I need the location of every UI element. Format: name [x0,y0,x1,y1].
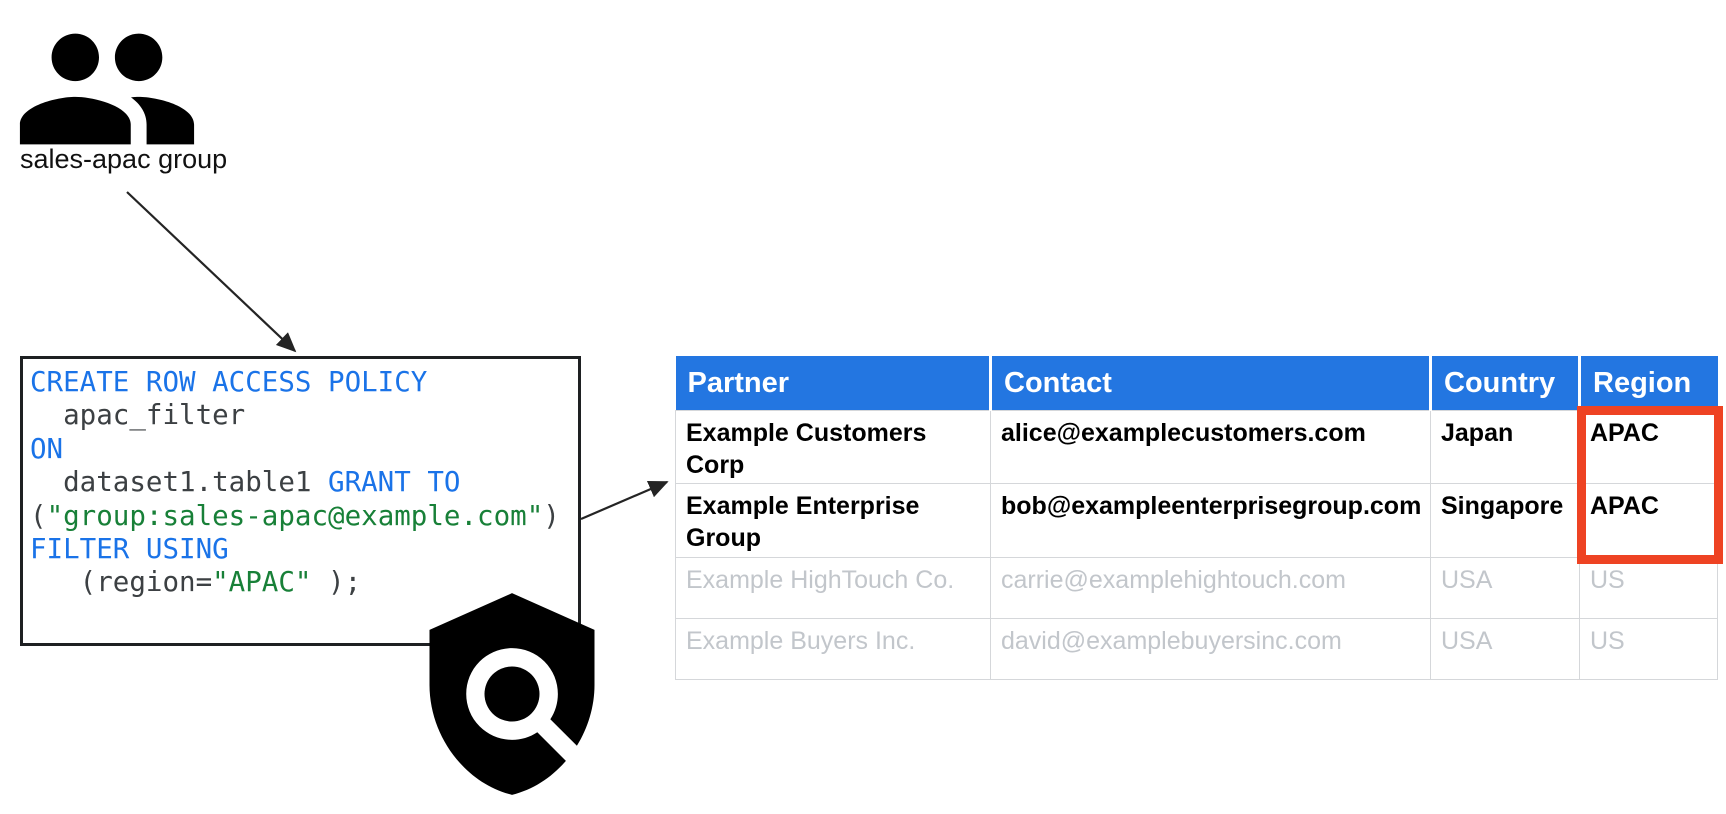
table-cell: Example HighTouch Co. [675,557,991,619]
code-line: ("group:sales-apac@example.com") [30,499,560,532]
table-row: Example Buyers Inc.david@examplebuyersin… [675,618,1718,680]
table-cell: USA [1430,557,1580,619]
table-cell: USA [1430,618,1580,680]
code-line: CREATE ROW ACCESS POLICY [30,366,428,398]
table-cell: Example Buyers Inc. [675,618,991,680]
header-cell-contact: Contact [990,356,1432,411]
group-label: sales-apac group [20,144,228,174]
table-cell: carrie@examplehightouch.com [990,557,1431,619]
table-cell: bob@exampleenterprisegroup.com [990,483,1431,558]
policy-to-table-arrow [580,480,669,521]
code-line: FILTER USING [30,533,229,566]
code-line: dataset1.table1 GRANT TO [30,466,461,499]
table-cell: US [1579,618,1718,680]
header-cell-country: Country [1430,356,1581,411]
table-cell: Japan [1430,410,1580,484]
header-cell-region: Region [1579,356,1718,411]
table-cell: Example Enterprise Group [675,483,991,558]
table-cell: APAC [1579,483,1718,558]
table-row: Example HighTouch Co.carrie@examplehight… [675,557,1718,619]
region-highlight-box [1577,406,1723,564]
code-line: (region="APAC" ); [30,566,362,599]
table-cell: david@examplebuyersinc.com [990,618,1431,680]
table-cell: Example Customers Corp [675,410,991,484]
header-cell-partner: Partner [675,356,992,411]
code-line: apac_filter [30,399,246,432]
group-to-policy-arrow [126,191,297,353]
people-group-icon [19,33,195,145]
table-cell: Singapore [1430,483,1580,558]
code-line: ON [30,432,64,465]
table-cell: US [1579,557,1718,619]
shield-search-icon [429,593,595,795]
table-cell: alice@examplecustomers.com [990,410,1431,484]
